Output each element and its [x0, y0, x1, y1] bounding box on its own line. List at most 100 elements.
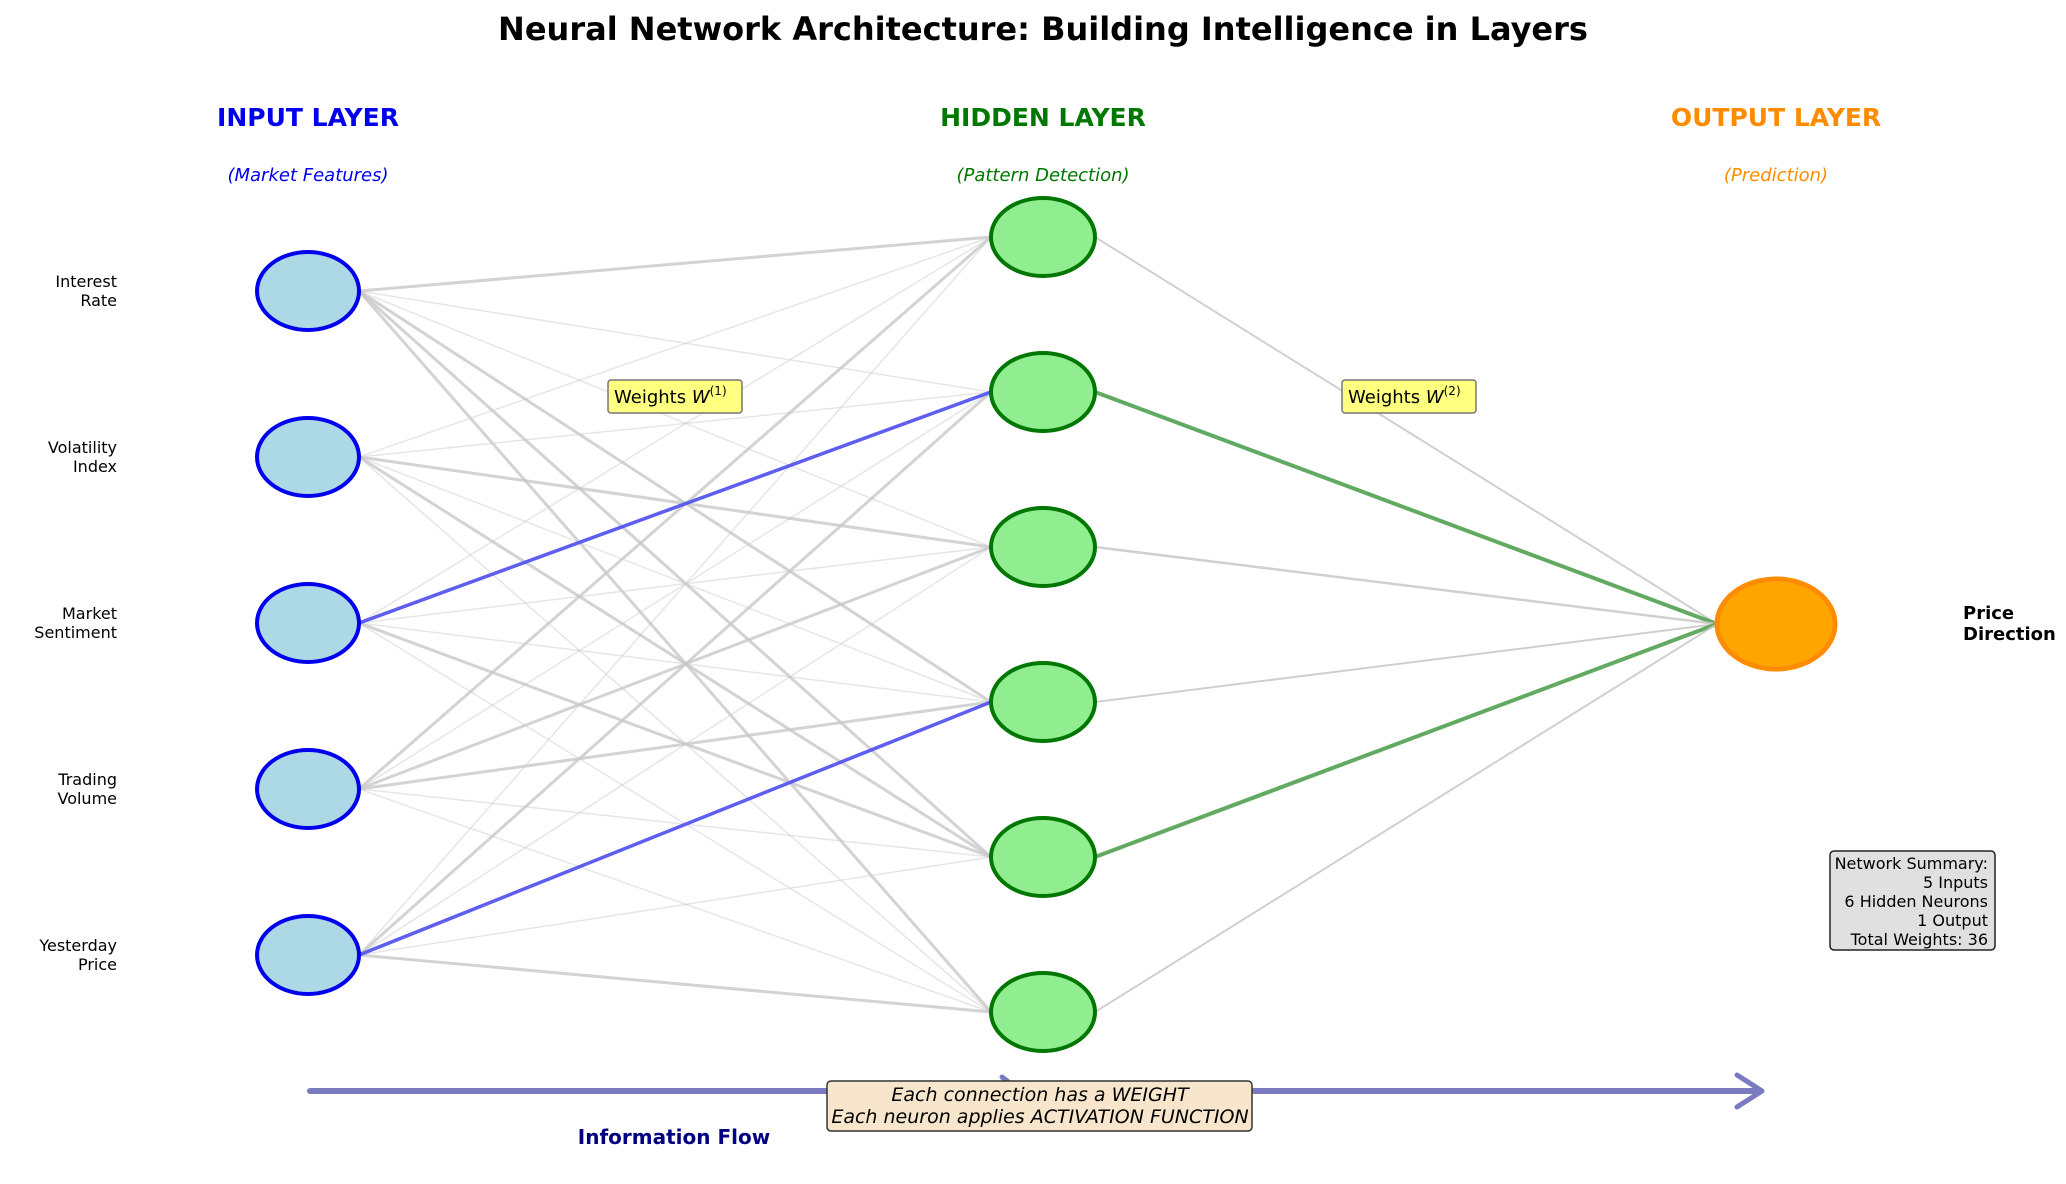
connection-note-line2: Each neuron applies ACTIVATION FUNCTION — [831, 1106, 1248, 1128]
weights-w1-box — [607, 379, 743, 414]
connection-input-hidden — [358, 236, 992, 956]
connection-input-hidden — [358, 235, 992, 293]
connection-input-hidden — [358, 622, 992, 703]
neurons — [255, 196, 1838, 1053]
input-neuron — [255, 748, 361, 830]
connection-input-hidden — [357, 290, 993, 1013]
connection-input-hidden-highlighted — [358, 700, 992, 957]
feature-label-volatility-index: Volatility Index — [48, 438, 117, 476]
flow-arrow-head — [1734, 1072, 1765, 1110]
connection-input-hidden — [358, 455, 992, 859]
connection-input-hidden — [358, 545, 992, 791]
summary-line: 1 Output — [1917, 911, 1988, 930]
connection-input-hidden — [358, 455, 992, 549]
hidden-neuron — [989, 506, 1097, 588]
input-neuron — [255, 416, 361, 498]
connection-input-hidden — [358, 236, 992, 624]
summary-line: Total Weights: 36 — [1850, 930, 1988, 949]
connection-input-hidden — [358, 391, 992, 458]
summary-line: 6 Hidden Neurons — [1844, 892, 1988, 911]
connection-input-hidden — [358, 700, 992, 791]
connection-input-hidden — [358, 290, 992, 393]
network-summary: Network Summary: 5 Inputs 6 Hidden Neuro… — [1829, 850, 1996, 951]
connection-input-hidden — [358, 546, 992, 624]
weights-w2-box — [1341, 379, 1477, 414]
feature-label-line2: Sentiment — [34, 623, 117, 642]
connection-input-hidden — [358, 236, 992, 458]
hidden-neuron — [989, 816, 1097, 898]
weights-w1-text: Weights — [614, 387, 692, 408]
information-flow-label: Information Flow — [578, 1125, 770, 1149]
svg-text:Weights W(1): Weights W(1) — [614, 384, 727, 408]
summary-line: Network Summary: — [1835, 854, 1988, 873]
connection-input-hidden — [358, 856, 992, 956]
connection-input-hidden — [358, 289, 992, 704]
weights-w2-label: Weights W(2) — [1341, 379, 1477, 414]
connection-hidden-output — [1094, 545, 1718, 626]
output-layer-subtitle: (Prediction) — [1724, 165, 1828, 186]
connections — [357, 235, 1718, 1014]
weights-w2-superscript: (2) — [1444, 384, 1461, 398]
weights-w1-symbol: W — [692, 387, 711, 408]
connection-input-hidden — [358, 546, 992, 956]
weights-w2-text: Weights — [1348, 387, 1426, 408]
connection-input-hidden — [357, 289, 993, 859]
connection-note: Each connection has a WEIGHT Each neuron… — [826, 1080, 1253, 1132]
input-layer-heading: INPUT LAYER — [217, 103, 399, 132]
weights-w1-label: Weights W(1) — [607, 379, 743, 414]
connection-input-hidden — [358, 621, 992, 859]
feature-label-line1: Trading — [57, 770, 117, 789]
feature-label-line1: Interest — [55, 272, 117, 291]
connection-input-hidden — [358, 456, 992, 1013]
svg-text:Weights W(2): Weights W(2) — [1348, 384, 1461, 408]
feature-label-line2: Index — [73, 457, 117, 476]
connection-input-hidden — [358, 456, 992, 703]
connection-hidden-output-highlighted — [1094, 622, 1718, 859]
feature-label-interest-rate: Interest Rate — [55, 272, 117, 310]
feature-label-trading-volume: Trading Volume — [57, 770, 117, 808]
connection-hidden-output-highlighted — [1094, 390, 1718, 626]
output-layer-heading: OUTPUT LAYER — [1671, 103, 1881, 132]
connection-input-hidden — [358, 788, 992, 858]
feature-label-line2: Rate — [80, 291, 117, 310]
hidden-neuron — [989, 351, 1097, 433]
hidden-neuron — [989, 971, 1097, 1053]
feature-label-line2: Price — [78, 955, 117, 974]
input-layer-subtitle: (Market Features) — [227, 165, 388, 186]
connection-input-hidden — [358, 953, 992, 1014]
hidden-layer-subtitle: (Pattern Detection) — [956, 165, 1129, 186]
input-neuron — [255, 582, 361, 664]
hidden-layer-heading: HIDDEN LAYER — [940, 103, 1146, 132]
connection-input-hidden — [358, 235, 992, 791]
feature-label-line2: Volume — [57, 789, 117, 808]
feature-label-line1: Yesterday — [38, 936, 117, 955]
weights-w2-symbol: W — [1426, 387, 1445, 408]
input-neuron — [255, 914, 361, 996]
feature-label-line1: Volatility — [48, 438, 117, 457]
feature-label-yesterday-price: Yesterday Price — [38, 936, 117, 974]
network-summary-box — [1829, 850, 1996, 951]
summary-line: 5 Inputs — [1923, 873, 1988, 892]
input-neuron — [255, 250, 361, 332]
connection-hidden-output — [1094, 236, 1718, 625]
connection-input-hidden — [358, 622, 992, 1013]
hidden-neuron — [989, 196, 1097, 278]
feature-label-market-sentiment: Market Sentiment — [34, 604, 117, 642]
connection-input-hidden-highlighted — [358, 390, 992, 625]
output-label: Price Direction — [1963, 603, 2056, 645]
connection-hidden-output — [1094, 623, 1718, 703]
connection-input-hidden — [358, 290, 992, 548]
weights-w1-superscript: (1) — [710, 384, 727, 398]
connection-input-hidden — [358, 391, 992, 790]
connection-note-box — [826, 1080, 1253, 1132]
output-label-line2: Direction — [1963, 624, 2056, 645]
connection-input-hidden — [358, 390, 992, 957]
feature-label-line1: Market — [62, 604, 117, 623]
connection-hidden-output — [1094, 623, 1718, 1013]
connection-input-hidden — [358, 788, 992, 1013]
connection-note-line1: Each connection has a WEIGHT — [891, 1084, 1190, 1106]
output-label-line1: Price — [1963, 603, 2014, 624]
page-title: Neural Network Architecture: Building In… — [498, 10, 1588, 48]
output-neuron — [1714, 576, 1838, 672]
